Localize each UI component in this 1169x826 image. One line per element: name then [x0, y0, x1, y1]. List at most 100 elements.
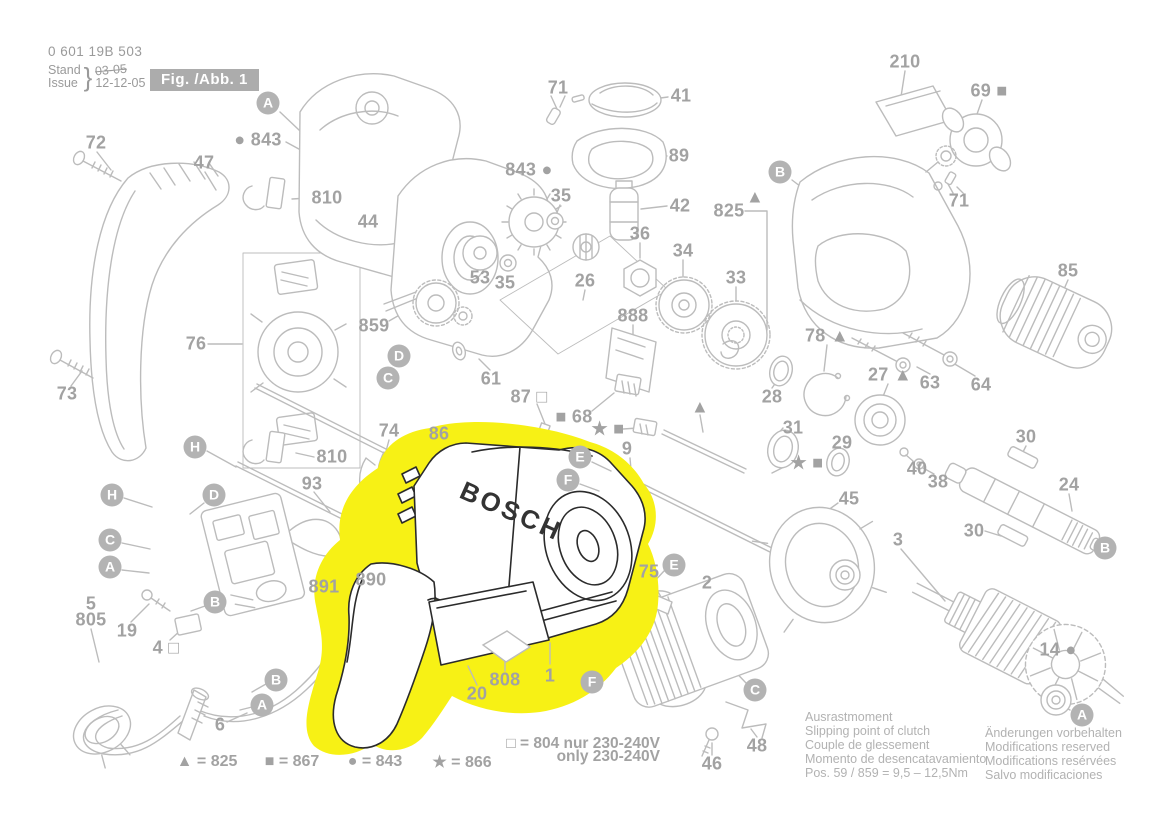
part-label-64-69: 69 ■: [970, 80, 1008, 101]
part-label-27-71: 71: [547, 77, 569, 98]
legend-square-note: □ = 804 nur 230-240V only 230-240V: [492, 735, 660, 765]
part-label-39-: ▲: [690, 396, 710, 417]
part-label-26-33: 33: [725, 267, 747, 288]
part-label-6-810: 810: [316, 446, 348, 467]
legend-square-line2: only 230-240V: [556, 748, 660, 765]
legend-item-square: ■ = 867: [264, 753, 320, 770]
part-label-5-73: 73: [56, 383, 78, 404]
part-label-42-1: 1: [544, 665, 556, 686]
part-label-52-64: 64: [970, 374, 992, 395]
legend-item-circle: ● = 843: [347, 753, 403, 770]
part-label-11-805: 805: [75, 609, 107, 630]
part-label-43-808: 808: [489, 669, 521, 690]
letter-marker-7-H: H: [100, 483, 124, 507]
letter-marker-10-A: A: [98, 555, 122, 579]
open-square-icon: □: [506, 735, 516, 752]
part-label-45-46: 46: [701, 753, 723, 774]
part-label-35-: ★ ■: [591, 418, 625, 439]
part-label-44-20: 20: [466, 683, 488, 704]
foreground-leaders: [467, 461, 612, 686]
part-label-3-810: 810: [311, 187, 343, 208]
letter-marker-12-B: B: [264, 668, 288, 692]
part-label-47-: ★ ■: [790, 452, 824, 473]
part-label-1-47: 47: [193, 152, 215, 173]
part-label-48-45: 45: [838, 488, 860, 509]
part-label-61-3: 3: [892, 529, 904, 550]
part-label-53-28: 28: [761, 386, 783, 407]
new-date: 12-12-05: [95, 76, 146, 90]
part-label-55-29: 29: [831, 432, 853, 453]
part-label-62-14: 14 ●: [1039, 639, 1077, 660]
letter-marker-16-C: C: [743, 678, 767, 702]
part-label-60-30: 30: [963, 520, 985, 541]
part-label-16-843: 843 ●: [505, 159, 553, 180]
part-label-9-890: 890: [355, 569, 387, 590]
letter-marker-18-A: A: [1070, 703, 1094, 727]
part-label-31-825: 825: [713, 200, 745, 221]
letter-marker-13-A: A: [250, 693, 274, 717]
letter-marker-2-D: D: [387, 344, 411, 368]
document-number: 0 601 19B 503: [48, 44, 143, 59]
part-label-29-89: 89: [668, 145, 690, 166]
part-label-46-48: 48: [746, 735, 768, 756]
part-label-34-68: ■ 68: [555, 406, 593, 427]
part-label-36-9: 9: [621, 438, 633, 459]
brace-glyph: }: [83, 62, 93, 92]
part-label-58-30: 30: [1015, 426, 1037, 447]
legend-square-line1: □ = 804 nur 230-240V: [506, 735, 660, 752]
part-label-32-: ▲: [745, 186, 765, 207]
part-label-56-40: 40: [906, 458, 928, 479]
part-label-65-71: 71: [948, 190, 970, 211]
revision-labels: Stand Issue: [48, 64, 81, 90]
part-label-12-19: 19: [116, 620, 138, 641]
part-label-15-44: 44: [357, 211, 379, 232]
part-label-7-93: 93: [301, 473, 323, 494]
letter-marker-14-E: E: [662, 553, 686, 577]
revision-block: Stand Issue } 03-05 12-12-05: [48, 62, 146, 92]
legend-item-star: ★ = 866: [432, 754, 492, 771]
letter-marker-5-F: F: [556, 468, 580, 492]
circle-icon: ●: [347, 753, 358, 770]
revision-dates: 03-05 12-12-05: [95, 62, 146, 90]
part-label-10-5: 5: [85, 593, 97, 614]
part-label-40-75: 75: [638, 561, 660, 582]
part-label-38-74: 74: [378, 420, 400, 441]
triangle-icon: ▲: [176, 753, 193, 770]
issue-label: Issue: [48, 76, 78, 90]
part-label-50-27: 27 ▲: [867, 364, 913, 385]
part-label-57-38: 38: [927, 471, 949, 492]
letter-marker-4-E: E: [568, 445, 592, 469]
part-label-13-4: 4 □: [152, 637, 180, 658]
clutch-note: Ausrastmoment Slipping point of clutch C…: [805, 710, 987, 780]
part-label-18-53: 53: [469, 267, 491, 288]
letter-marker-11-B: B: [203, 590, 227, 614]
part-label-24-36: 36: [629, 223, 651, 244]
figure-badge: Fig. /Abb. 1: [150, 69, 259, 91]
part-label-22-61: 61: [480, 368, 502, 389]
letter-marker-15-F: F: [580, 670, 604, 694]
part-label-23-888: 888: [617, 305, 649, 326]
part-label-14-6: 6: [214, 714, 226, 735]
part-label-49-78: 78 ▲: [804, 325, 850, 346]
part-label-66-85: 85: [1057, 260, 1079, 281]
square-icon: ■: [264, 753, 275, 770]
stand-label: Stand: [48, 63, 81, 77]
part-label-2-843: ● 843: [234, 129, 282, 150]
part-label-63-210: 210: [889, 51, 921, 72]
part-label-17-35: 35: [550, 185, 572, 206]
letter-marker-8-D: D: [202, 483, 226, 507]
letter-marker-9-C: C: [98, 528, 122, 552]
letter-marker-17-B: B: [1093, 536, 1117, 560]
letter-marker-0-A: A: [256, 91, 280, 115]
star-icon: ★: [432, 754, 447, 771]
part-label-0-72: 72: [85, 132, 107, 153]
part-label-30-42: 42: [669, 195, 691, 216]
part-label-25-34: 34: [672, 240, 694, 261]
letter-marker-1-B: B: [768, 160, 792, 184]
letter-marker-6-H: H: [183, 435, 207, 459]
part-label-21-859: 859: [358, 315, 390, 336]
part-label-51-63: 63: [919, 372, 941, 393]
modifications-note: Änderungen vorbehalten Modifications res…: [985, 726, 1122, 782]
